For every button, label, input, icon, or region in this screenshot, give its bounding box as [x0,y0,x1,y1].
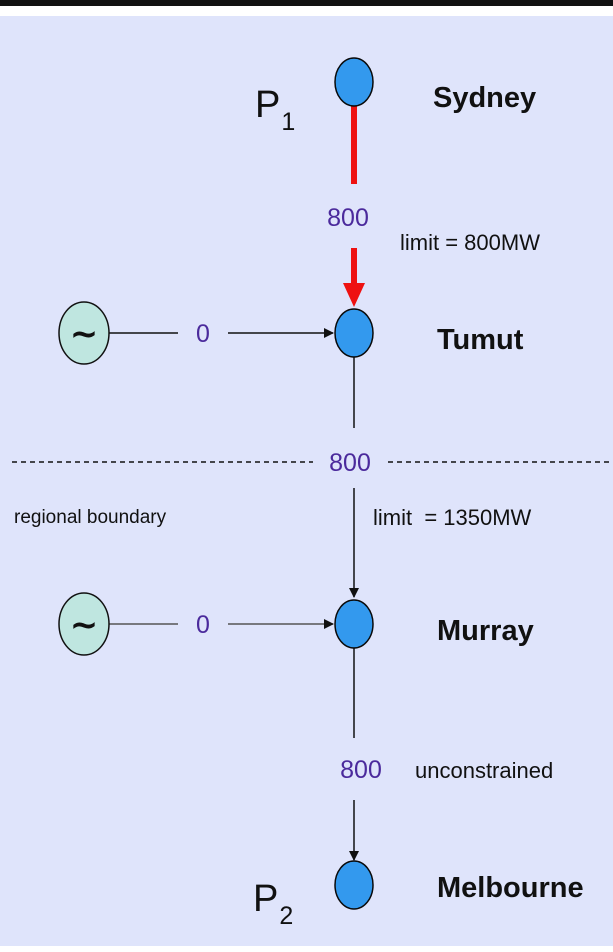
generator-output-tumut: 0 [196,320,210,348]
node-label-murray: Murray [437,615,534,647]
node-label-melbourne: Melbourne [437,872,584,904]
flow-value-sydney-tumut: 800 [327,204,369,232]
generator-icon [58,301,110,365]
price-label-p2: P2 [253,878,293,930]
node-sydney [334,57,374,107]
generator-tumut: ~ [58,301,110,365]
generator-output-murray: 0 [196,611,210,639]
diagram-background [0,16,613,946]
flow-value-murray-melbourne: 800 [340,756,382,784]
generator-icon [58,592,110,656]
sydney-tumut-arrowhead [343,283,365,307]
node-label-tumut: Tumut [437,324,524,356]
node-melbourne [334,860,374,910]
price-symbol: P [253,878,278,920]
price-symbol: P [255,84,280,126]
node-tumut [334,308,374,358]
tilde-icon: ~ [70,314,99,354]
limit-label-sydney-tumut: limit = 800MW [400,230,540,255]
price-subscript: 1 [281,108,295,136]
flow-value-tumut-murray: 800 [329,449,371,477]
price-label-p1: P1 [255,84,295,136]
regional-boundary-label: regional boundary [14,507,167,528]
tilde-icon: ~ [70,605,99,645]
top-rule [0,0,613,6]
limit-label-tumut-murray: limit = 1350MW [373,505,532,530]
limit-label-murray-melbourne: unconstrained [415,758,553,783]
node-murray [334,599,374,649]
generator-murray: ~ [58,592,110,656]
node-label-sydney: Sydney [433,82,536,114]
price-subscript: 2 [279,902,293,930]
